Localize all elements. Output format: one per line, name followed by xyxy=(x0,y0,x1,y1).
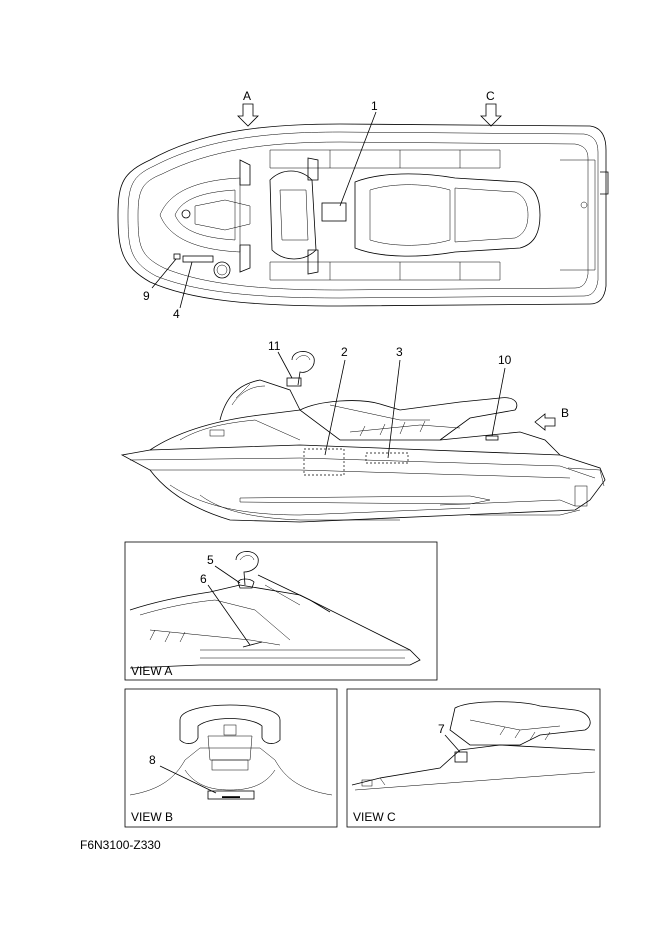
view-c-panel: 7 VIEW C xyxy=(346,688,601,828)
callout-7: 7 xyxy=(438,722,445,736)
stern-plate-icon: ▬▬▬ xyxy=(222,794,240,800)
callout-10: 10 xyxy=(498,353,512,367)
view-a-panel: 5 6 VIEW A xyxy=(124,541,438,681)
arrow-c-label: C xyxy=(486,89,495,103)
callout-1: 1 xyxy=(371,99,378,113)
callout-2: 2 xyxy=(341,345,348,359)
figure-code: F6N3100-Z330 xyxy=(80,838,161,852)
callout-9: 9 xyxy=(143,289,150,303)
top-view: 1 9 4 A C xyxy=(117,89,609,321)
arrow-a-icon xyxy=(237,103,259,127)
arrow-c-icon xyxy=(480,103,502,127)
callout-4: 4 xyxy=(173,307,180,321)
callout-6: 6 xyxy=(200,572,207,586)
arrow-b-icon xyxy=(534,413,556,431)
callout-3: 3 xyxy=(396,345,403,359)
view-a-caption: VIEW A xyxy=(131,664,172,678)
callout-8: 8 xyxy=(149,753,156,767)
view-b-panel: ▬▬▬ 8 VIEW B xyxy=(124,688,338,828)
callout-5: 5 xyxy=(207,553,214,567)
side-view: 11 2 3 10 B xyxy=(120,339,606,523)
callout-11: 11 xyxy=(268,339,281,353)
arrow-a-label: A xyxy=(243,89,251,103)
arrow-b-label: B xyxy=(561,406,569,420)
view-b-caption: VIEW B xyxy=(131,810,173,824)
view-c-caption: VIEW C xyxy=(353,810,396,824)
